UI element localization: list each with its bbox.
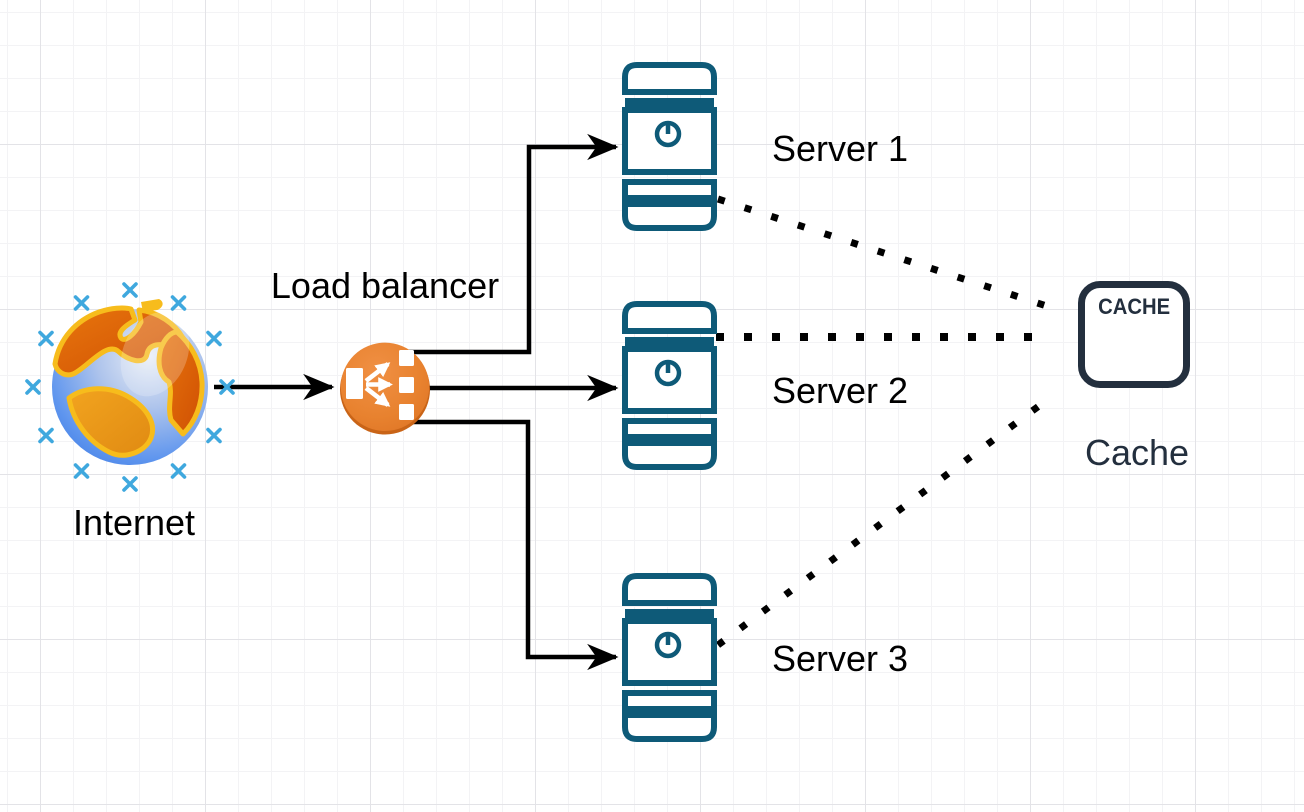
node-server2[interactable]	[622, 301, 717, 473]
cache-box-text: CACHE	[1098, 294, 1170, 319]
edge-server1-cache-dotted[interactable]	[716, 195, 1064, 315]
power-icon	[654, 359, 682, 387]
edge-loadbalancer-server1[interactable]	[402, 133, 619, 355]
internet-label: Internet	[72, 502, 196, 543]
node-server3[interactable]	[622, 573, 717, 745]
server-tower-icon	[622, 301, 717, 470]
node-server1[interactable]	[622, 62, 717, 234]
load-balancer-label: Load balancer	[270, 265, 500, 306]
node-cache[interactable]: CACHE	[1078, 281, 1190, 388]
node-internet[interactable]	[25, 282, 235, 492]
load-balancer-icon	[340, 342, 430, 435]
server-tower-icon	[622, 573, 717, 742]
server2-label: Server 2	[771, 370, 909, 411]
cache-label: Cache	[1084, 432, 1190, 473]
server-tower-icon	[622, 62, 717, 231]
node-load-balancer[interactable]	[338, 341, 432, 435]
server3-label: Server 3	[771, 638, 909, 679]
power-icon	[654, 120, 682, 148]
globe-icon	[25, 282, 235, 492]
edge-server3-cache-dotted[interactable]	[715, 394, 1054, 648]
power-icon	[654, 631, 682, 659]
server1-label: Server 1	[771, 128, 909, 169]
edge-loadbalancer-server3[interactable]	[404, 419, 619, 671]
